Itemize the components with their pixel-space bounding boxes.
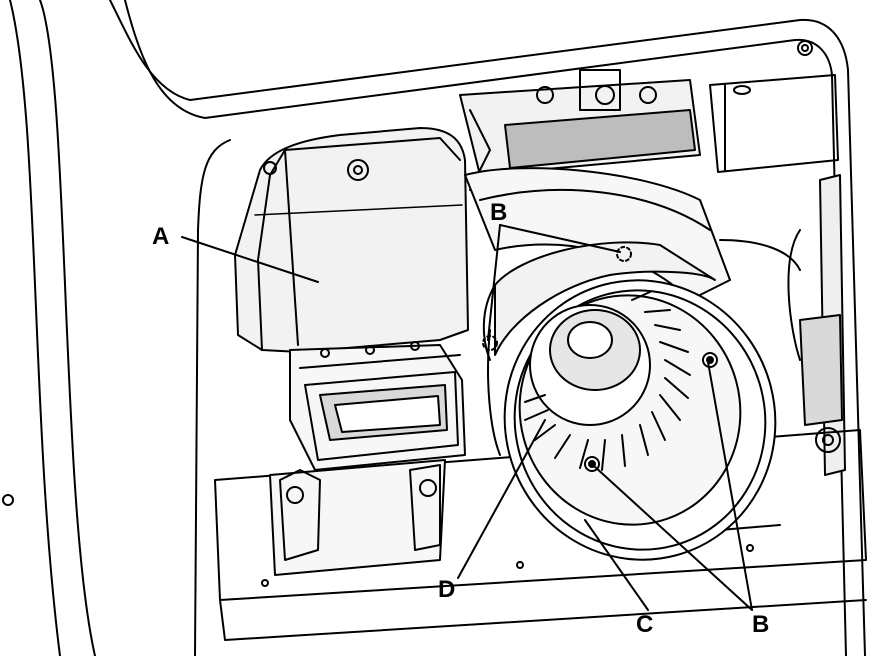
lens-assembly [482,241,777,561]
callout-b-bottom: B [752,611,769,638]
callout-b-top: B [490,199,507,226]
right-side-assembly [719,174,846,476]
leader-b-top-2 [487,224,501,341]
lamp-cover [234,127,469,353]
bottom-frame [214,429,867,641]
top-mechanism [459,69,839,191]
callout-a: A [152,223,169,250]
leader-d [457,419,546,579]
callout-d: D [438,576,455,603]
leader-b-top-1 [499,224,621,253]
leader-a [181,236,319,283]
lamp-handle [289,341,466,471]
callout-labels: A B D C B [152,199,769,638]
callout-c: C [636,611,653,638]
leader-b-bottom-1 [707,361,753,611]
leader-c [584,519,649,611]
leader-lines [181,224,753,611]
leader-b-bottom-2 [593,465,753,611]
